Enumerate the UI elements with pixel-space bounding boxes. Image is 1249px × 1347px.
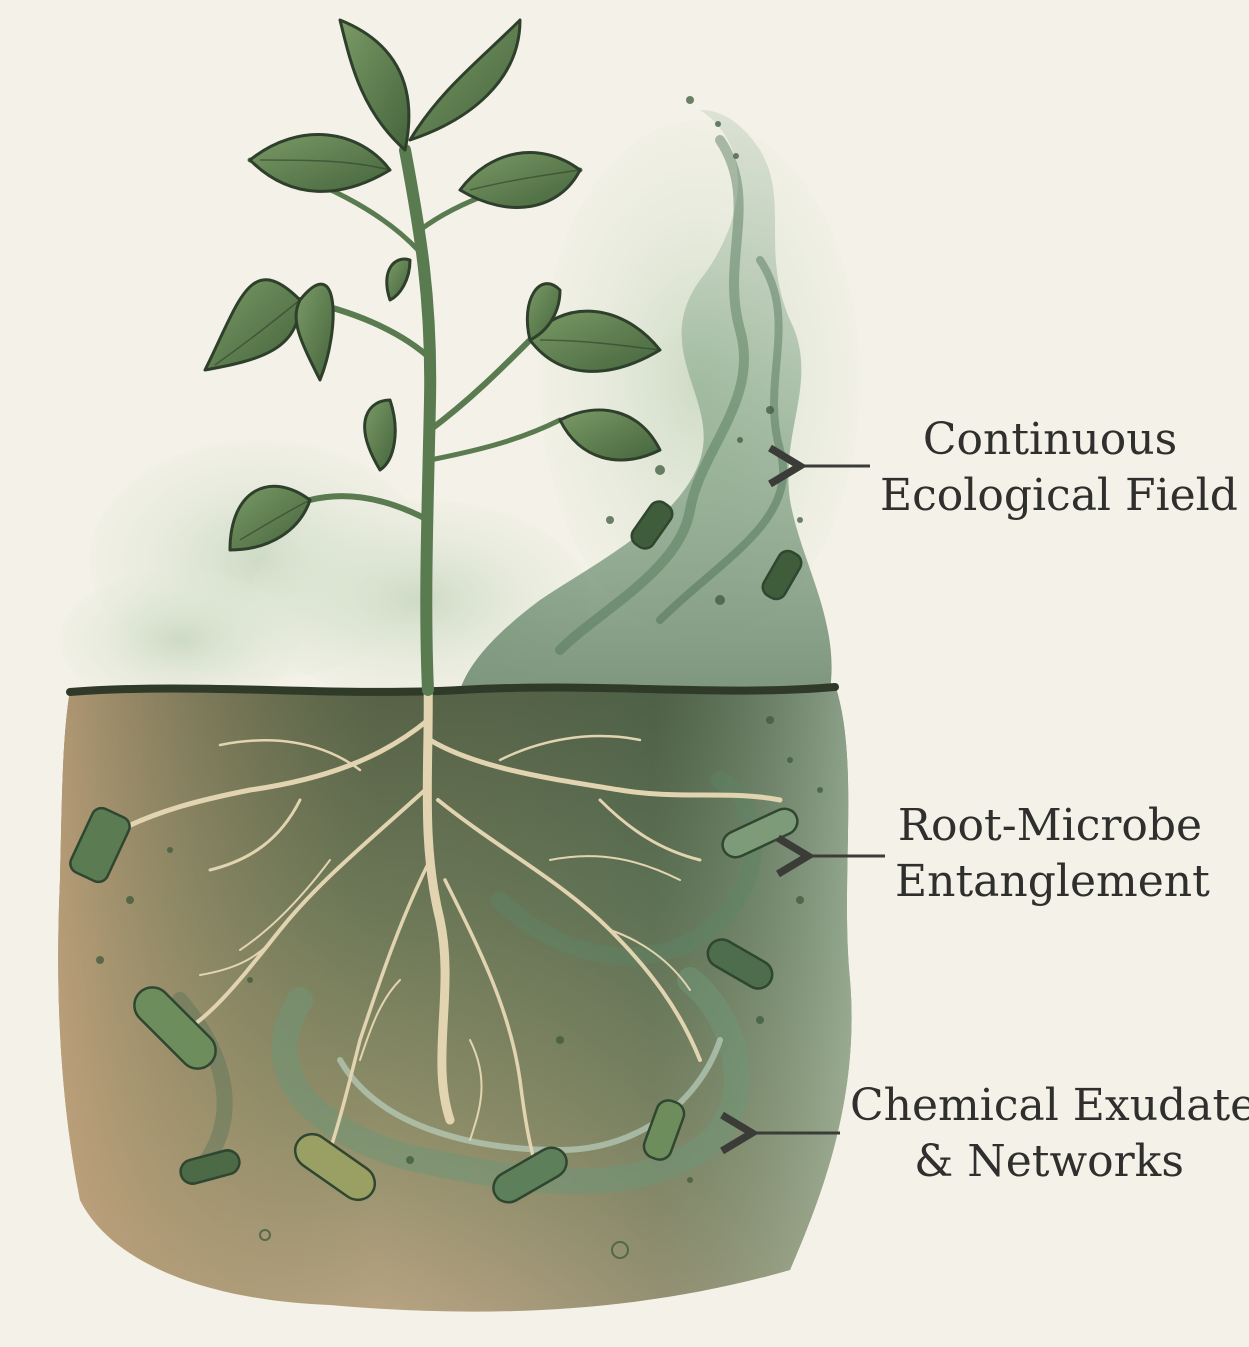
- label-field-line2: Ecological Field: [880, 468, 1220, 524]
- label-exudates-line1: Chemical Exudates: [850, 1078, 1248, 1134]
- label-entangle-line2: Entanglement: [895, 854, 1205, 910]
- label-continuous-ecological-field: Continuous Ecological Field: [880, 412, 1220, 524]
- label-field-line1: Continuous: [880, 412, 1220, 468]
- label-exudates-line2: & Networks: [850, 1134, 1248, 1190]
- label-root-microbe-entanglement: Root-Microbe Entanglement: [895, 798, 1205, 910]
- label-entangle-line1: Root-Microbe: [895, 798, 1205, 854]
- label-chemical-exudates-networks: Chemical Exudates & Networks: [850, 1078, 1248, 1190]
